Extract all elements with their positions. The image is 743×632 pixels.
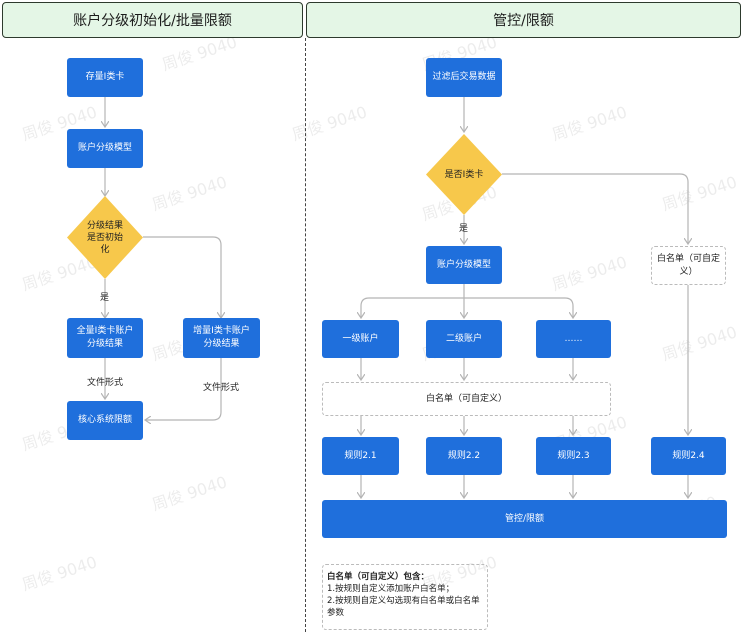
init-decision-diamond: 分级结果是否初始化 [67,196,143,279]
rule-2-3-label: 规则2.3 [557,450,590,461]
left-grading-model-label: 账户分级模型 [77,143,132,153]
rule-2-4-box: 规则2.4 [651,437,726,475]
init-decision-shape [67,196,143,279]
filtered-data-label: 过滤后交易数据 [432,72,496,82]
left-panel-title: 账户分级初始化/批量限额 [73,13,232,29]
core-limit-box: 核心系统限额 [67,401,143,440]
rule-2-2-box: 规则2.2 [426,437,502,475]
right-grading-model-label: 账户分级模型 [436,259,491,270]
left-yes-label: 是 [100,293,110,303]
whitelist-note: 白名单（可自定义）包含： 1.按规则自定义添加账户白名单； 2.按规则自定义勾选… [322,564,488,630]
right-panel-header: 管控/限额 [306,2,741,38]
card-type-decision-shape [426,134,502,215]
right-panel-title: 管控/限额 [493,13,554,29]
right-grading-model-box: 账户分级模型 [426,246,502,284]
rule-2-1-box: 规则2.1 [322,437,399,475]
whitelist-band: 白名单（可自定义） [322,382,611,416]
file-form-label-2: 文件形式 [203,383,240,393]
note-title: 白名单（可自定义）包含： [327,572,430,582]
side-whitelist-box: 白名单（可自定义） [651,246,726,285]
more-levels-label: …… [564,333,583,344]
level2-account-box: 二级账户 [426,320,502,358]
rule-2-2-label: 规则2.2 [447,450,481,461]
level1-account-box: 一级账户 [322,320,399,358]
left-panel-header: 账户分级初始化/批量限额 [2,2,303,38]
rule-2-3-box: 规则2.3 [536,437,611,475]
side-whitelist-label: 白名单（可自定义） [656,253,720,277]
more-levels-box: …… [536,320,611,358]
control-limit-label: 管控/限额 [504,513,545,524]
full-result-label: 全量I类卡账户分级结果 [76,326,134,349]
right-yes-label: 是 [459,224,469,234]
level1-account-label: 一级账户 [342,333,379,344]
note-line-2: 2.按规则自定义勾选现有白名单或白名单参数 [327,596,480,618]
core-limit-label: 核心系统限额 [77,415,132,425]
filtered-data-box: 过滤后交易数据 [426,58,502,97]
full-result-box: 全量I类卡账户分级结果 [67,318,143,358]
left-grading-model-box: 账户分级模型 [67,129,143,168]
card-type-decision-diamond: 是否I类卡 [426,134,502,215]
card-type-decision-label: 是否I类卡 [444,169,484,180]
panel-divider [305,38,306,632]
incremental-result-label: 增量I类卡账户分级结果 [193,326,250,349]
stock-card-label: 存量I类卡 [85,72,125,82]
file-form-label-1: 文件形式 [87,378,124,388]
rule-2-4-label: 规则2.4 [672,450,705,461]
incremental-result-box: 增量I类卡账户分级结果 [183,318,260,358]
level2-account-label: 二级账户 [445,333,482,344]
control-limit-box: 管控/限额 [322,500,727,538]
whitelist-band-label: 白名单（可自定义） [425,393,507,404]
note-line-1: 1.按规则自定义添加账户白名单； [327,584,455,594]
init-decision-label: 分级结果是否初始化 [86,220,123,255]
rule-2-1-label: 规则2.1 [344,450,377,461]
stock-card-box: 存量I类卡 [67,58,143,97]
